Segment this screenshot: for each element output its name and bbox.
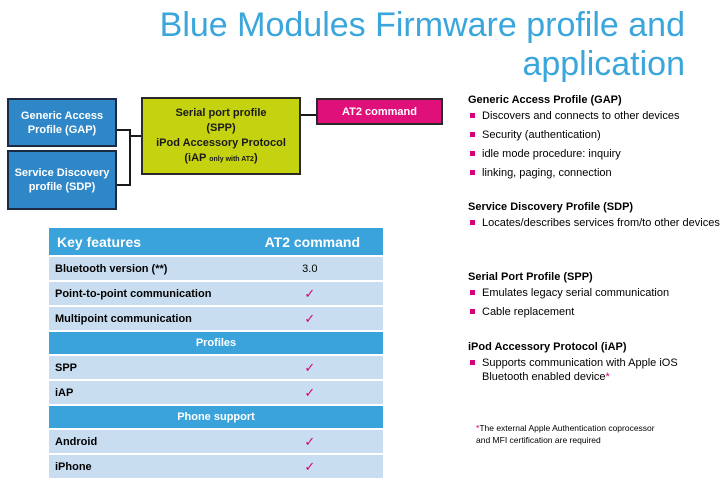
section-label: Profiles xyxy=(49,330,383,355)
check-icon: ✓ xyxy=(236,428,383,454)
feature-label: iPhone xyxy=(49,453,237,478)
feature-label: iAP xyxy=(49,379,237,405)
gap-section: Generic Access Profile (GAP) Discovers a… xyxy=(468,94,723,201)
table-row: iPhone✓ xyxy=(49,453,383,478)
table-row: Android✓ xyxy=(49,428,383,454)
list-item: Discovers and connects to other devices xyxy=(468,109,723,123)
gap-list: Discovers and connects to other devices … xyxy=(468,109,723,180)
gap-box-label: Generic Access Profile (GAP) xyxy=(20,109,104,136)
iap-list: Supports communication with Apple iOS Bl… xyxy=(468,356,723,384)
spp-section: Serial Port Profile (SPP) Emulates legac… xyxy=(468,271,723,341)
iap-close: ) xyxy=(253,151,258,164)
check-icon: ✓ xyxy=(236,379,383,405)
page-title: Blue Modules Firmware profile and applic… xyxy=(159,6,685,83)
sdp-heading: Service Discovery Profile (SDP) xyxy=(468,201,634,213)
section-label: Phone support xyxy=(49,404,383,429)
table-row: iAP✓ xyxy=(49,379,383,405)
table-row: Point-to-point communication✓ xyxy=(49,280,383,306)
spp-box-line1: Serial port profile xyxy=(175,106,267,119)
sdp-section: Service Discovery Profile (SDP) Locates/… xyxy=(468,201,723,271)
table-row: SPP✓ xyxy=(49,354,383,380)
iap-note: only with AT2 xyxy=(209,155,254,163)
footnote-asterisk: * xyxy=(476,423,480,433)
list-item: linking, paging, connection xyxy=(468,166,723,180)
table-section-row: Phone support xyxy=(49,404,383,429)
list-item: Security (authentication) xyxy=(468,128,723,142)
spp-list: Emulates legacy serial communication Cab… xyxy=(468,286,723,319)
table-row: Multipoint communication✓ xyxy=(49,305,383,331)
sdp-box: Service Discovery profile (SDP) xyxy=(7,150,117,210)
key-features-table: Key features AT2 command Bluetooth versi… xyxy=(49,228,383,478)
table-section-row: Profiles xyxy=(49,330,383,355)
profile-descriptions: Generic Access Profile (GAP) Discovers a… xyxy=(468,94,723,389)
sdp-box-label: Service Discovery profile (SDP) xyxy=(14,167,110,193)
check-icon: ✓ xyxy=(236,354,383,380)
footnote: *The external Apple Authentication copro… xyxy=(476,422,716,446)
spp-box-line2: (SPP) xyxy=(206,121,236,134)
table-row: Bluetooth version (**)3.0 xyxy=(49,255,383,281)
table-header-row: Key features AT2 command xyxy=(49,228,383,256)
sdp-list: Locates/describes services from/to other… xyxy=(468,216,723,230)
feature-label: Multipoint communication xyxy=(49,305,237,331)
spp-box-line3: iPod Accessory Protocol xyxy=(156,136,286,149)
sdp-connector xyxy=(117,136,131,186)
list-item: idle mode procedure: inquiry xyxy=(468,147,723,161)
feature-label: SPP xyxy=(49,354,237,380)
gap-connector xyxy=(117,129,141,137)
at2-box-label: AT2 command xyxy=(342,105,417,118)
feature-label: Point-to-point communication xyxy=(49,280,237,306)
iap-section: iPod Accessory Protocol (iAP) Supports c… xyxy=(468,341,723,384)
check-icon: ✓ xyxy=(236,453,383,478)
feature-label: Android xyxy=(49,428,237,454)
spp-iap-box: Serial port profile (SPP) iPod Accessory… xyxy=(141,97,301,175)
footnote-line2: and MFI certification are required xyxy=(476,435,601,445)
footnote-text1: The external Apple Authentication coproc… xyxy=(479,423,655,433)
iap-asterisk: * xyxy=(605,371,610,383)
spp-heading: Serial Port Profile (SPP) xyxy=(468,271,593,283)
feature-label: Bluetooth version (**) xyxy=(49,255,237,281)
list-item: Supports communication with Apple iOS Bl… xyxy=(468,356,723,384)
check-icon: ✓ xyxy=(236,280,383,306)
iap-label: (iAP xyxy=(184,151,207,164)
footnote-line1: *The external Apple Authentication copro… xyxy=(476,422,716,434)
iap-heading: iPod Accessory Protocol (iAP) xyxy=(468,341,627,353)
list-item: Locates/describes services from/to other… xyxy=(468,216,723,230)
feature-value: 3.0 xyxy=(236,255,383,281)
spp-box-line4: (iAP only with AT2) xyxy=(156,151,286,167)
header-key-features: Key features xyxy=(49,228,237,256)
at2-command-box: AT2 command xyxy=(316,98,443,125)
check-icon: ✓ xyxy=(236,305,383,331)
header-at2-command: AT2 command xyxy=(236,228,383,256)
iap-item-text: Supports communication with Apple iOS Bl… xyxy=(482,357,678,383)
list-item: Emulates legacy serial communication xyxy=(468,286,723,300)
gap-box: Generic Access Profile (GAP) xyxy=(7,98,117,147)
list-item: Cable replacement xyxy=(468,305,723,319)
gap-heading: Generic Access Profile (GAP) xyxy=(468,94,622,106)
